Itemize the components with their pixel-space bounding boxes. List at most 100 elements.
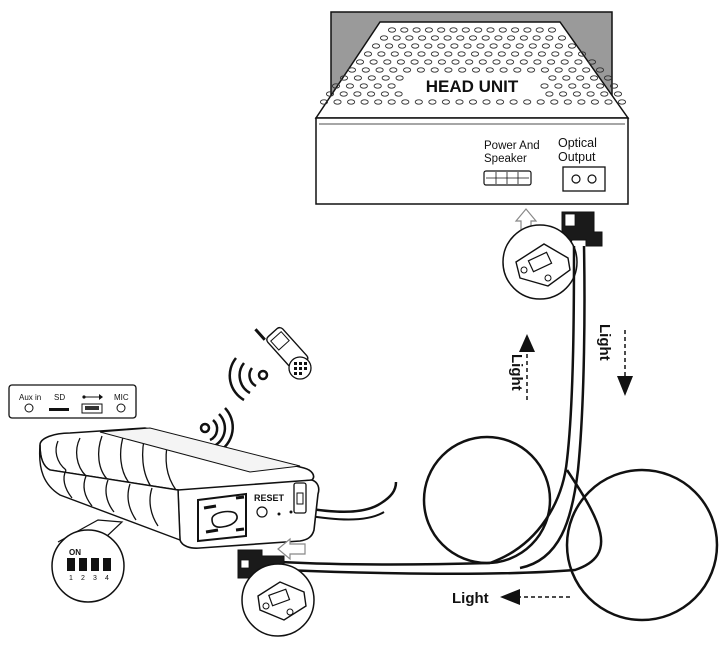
power-speaker-port (483, 170, 532, 186)
vent-hole (554, 67, 563, 73)
vent-hole (557, 35, 567, 41)
mic-label: MIC (114, 393, 129, 402)
vent-hole (540, 67, 549, 73)
vent-hole (577, 51, 587, 57)
optical-plug-bottom (237, 537, 315, 637)
vent-hole (560, 59, 569, 65)
light-arrow-down: Light (596, 324, 633, 396)
vent-hole (492, 59, 501, 65)
phone-icon (254, 326, 312, 380)
vent-hole (347, 67, 357, 73)
vent-hole (394, 91, 403, 97)
vent-hole (387, 99, 396, 105)
aux-in-jack (24, 403, 34, 413)
vent-hole (339, 91, 348, 97)
vent-hole (373, 83, 382, 89)
vent-hole (499, 67, 508, 73)
vent-hole (339, 75, 349, 81)
cable-loop-2 (565, 468, 719, 622)
dip-number-2: 2 (81, 575, 85, 582)
vent-hole (576, 75, 585, 81)
vent-hole (609, 83, 619, 89)
vent-hole (468, 35, 478, 41)
vent-hole (595, 67, 605, 73)
vent-hole (536, 99, 545, 105)
vent-hole (375, 67, 384, 73)
fiber-cables (279, 245, 719, 622)
vent-hole (457, 51, 466, 57)
vent-hole (363, 51, 373, 57)
wireless-signal-icon (199, 357, 269, 454)
vent-hole (387, 83, 396, 89)
vent-hole (596, 83, 605, 89)
sd-label: SD (54, 393, 65, 402)
vent-hole (333, 99, 342, 105)
vent-hole (577, 99, 586, 105)
vent-hole (395, 75, 404, 81)
side-panel: Aux in SD MIC (8, 384, 137, 419)
vent-hole (345, 83, 354, 89)
vent-hole (367, 91, 376, 97)
vent-hole (403, 67, 412, 73)
vent-hole (325, 91, 335, 97)
vent-hole (444, 67, 453, 73)
optical-label-1: Optical (558, 136, 597, 150)
vent-hole (567, 43, 577, 49)
vent-hole (559, 91, 568, 97)
vent-hole (404, 51, 413, 57)
vent-hole (396, 59, 405, 65)
vent-hole (613, 91, 623, 97)
vent-hole (603, 75, 613, 81)
vent-hole (456, 35, 465, 41)
vent-hole (430, 51, 439, 57)
dip-number-1: 1 (69, 575, 73, 582)
vent-hole (617, 99, 627, 105)
vent-hole (401, 99, 410, 105)
light-label-down: Light (596, 324, 613, 361)
vent-hole (554, 83, 563, 89)
vent-hole (533, 59, 542, 65)
vent-hole (468, 99, 478, 105)
vent-hole (519, 35, 528, 41)
vent-hole (582, 67, 591, 73)
vent-hole (604, 99, 613, 105)
vent-hole (474, 27, 483, 33)
vent-hole (527, 67, 536, 73)
vent-hole (471, 67, 481, 73)
vent-hole (455, 99, 464, 105)
light-label-up: Light (508, 354, 525, 391)
vent-hole (463, 43, 472, 49)
vent-hole (496, 99, 505, 105)
vent-hole (437, 27, 446, 33)
vent-hole (547, 59, 556, 65)
vent-hole (519, 59, 528, 65)
vent-hole (465, 59, 474, 65)
vent-hole (451, 59, 460, 65)
vent-hole (361, 67, 370, 73)
vent-hole (586, 91, 595, 97)
vent-hole (319, 99, 329, 105)
vent-hole (540, 83, 549, 89)
vent-holes (319, 27, 627, 105)
vent-hole (568, 83, 577, 89)
vent-hole (414, 99, 423, 105)
usb-icon (82, 394, 103, 400)
vent-hole (564, 51, 573, 57)
vent-hole (568, 67, 577, 73)
dip-number-3: 3 (93, 575, 97, 582)
optical-label-2: Output (558, 150, 596, 164)
vent-hole (482, 99, 491, 105)
vent-hole (424, 43, 433, 49)
vent-hole (470, 51, 480, 57)
vent-hole (450, 43, 459, 49)
vent-hole (507, 35, 516, 41)
vent-hole (374, 99, 383, 105)
vent-hole (548, 75, 557, 81)
vent-hole (381, 75, 390, 81)
vent-hole (405, 35, 414, 41)
vent-hole (486, 27, 495, 33)
vent-hole (411, 43, 420, 49)
vent-hole (498, 27, 507, 33)
vent-hole (398, 43, 407, 49)
vent-hole (537, 51, 546, 57)
